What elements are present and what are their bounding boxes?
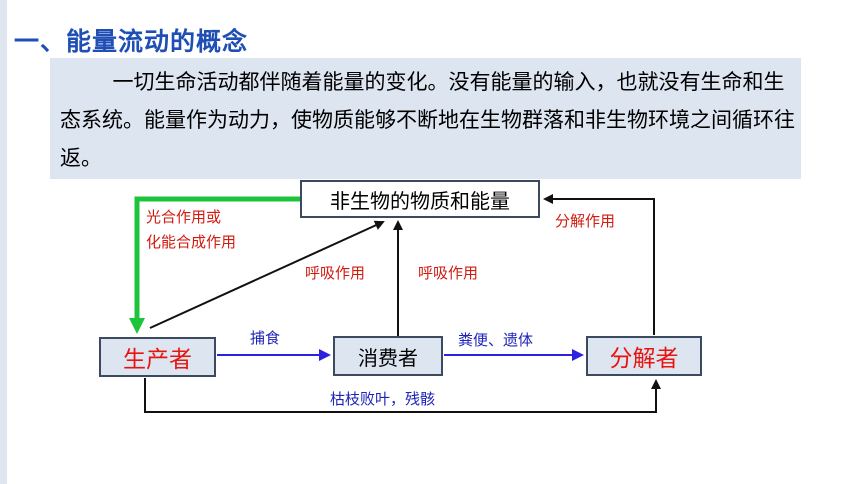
label-photosynthesis-line2: 化能合成作用: [146, 233, 237, 251]
intro-paragraph: 一切生命活动都伴随着能量的变化。没有能量的输入，也就没有生命和生态系统。能量作为…: [60, 70, 795, 170]
arrow-photosynthesis: [129, 196, 300, 334]
label-respiration-producer: 呼吸作用: [305, 264, 366, 282]
arrow-respiration-producer: [149, 220, 385, 329]
intro-background: [50, 58, 801, 179]
left-accent-bar: [0, 0, 7, 484]
node-producer: 生产者: [99, 337, 216, 377]
node-abiotic-environment: 非生物的物质和能量: [300, 180, 540, 218]
node-consumer: 消费者: [333, 336, 443, 376]
section-heading: 一、能量流动的概念: [14, 27, 249, 56]
arrow-decomposition: [543, 194, 655, 335]
label-decomposition: 分解作用: [555, 212, 616, 230]
label-litter: 枯枝败叶，残骸: [330, 390, 436, 408]
label-feces-remains: 粪便、遗体: [458, 331, 534, 349]
arrow-litter: [144, 378, 661, 413]
label-predation: 捕食: [250, 329, 281, 347]
node-decomposer: 分解者: [586, 336, 702, 376]
label-respiration-consumer: 呼吸作用: [418, 264, 479, 282]
label-photosynthesis-line1: 光合作用或: [146, 208, 222, 226]
